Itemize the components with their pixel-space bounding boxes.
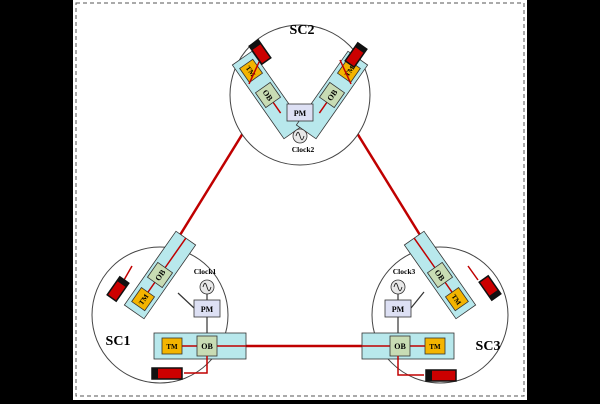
ob-box: [426, 261, 454, 289]
laser-feed: [397, 356, 424, 376]
optical-bench: TM OB: [153, 332, 247, 360]
ob-box: [389, 335, 411, 357]
ob-label: OB: [394, 342, 406, 351]
spacecraft-sc3: SC3 OB TM Clock3 PM: [361, 230, 509, 384]
laser-feed: [467, 265, 479, 281]
dashed-frame: [75, 2, 525, 397]
tm-box: [424, 337, 446, 355]
pm-label: PM: [201, 305, 214, 314]
laser-source: [478, 274, 502, 302]
ob-label: OB: [201, 342, 213, 351]
clock-wave: [202, 282, 212, 292]
ob-box: [146, 261, 174, 289]
clock-label: Clock1: [194, 267, 217, 276]
laser-beam: [146, 281, 156, 294]
laser-beam: [413, 237, 436, 269]
laser-source: [248, 38, 272, 66]
spacecraft-sc1-label: SC1: [106, 334, 131, 349]
spacecraft-sc1: SC1 OB TM Clock1 PM: [91, 230, 247, 384]
pm-box: [384, 299, 412, 318]
laser-feed: [184, 356, 208, 374]
pm-label: PM: [294, 109, 307, 118]
tm-box: [161, 337, 183, 355]
pm-label: PM: [392, 305, 405, 314]
tm-label: TM: [166, 343, 178, 351]
laser-source: [106, 275, 130, 303]
laser-beam: [272, 101, 282, 114]
clock-wave: [295, 131, 305, 141]
laser-link-sc2-sc1: [170, 124, 250, 249]
laser-beam: [318, 101, 328, 114]
laser-source-cap: [426, 370, 432, 381]
laser-source-cap: [152, 368, 158, 379]
laser-beam: [164, 237, 187, 269]
ob-box: [318, 81, 346, 109]
tm-box: [131, 287, 156, 312]
laser-link-sc2-sc3: [350, 124, 430, 249]
laser-source: [344, 41, 368, 69]
pm-link: [177, 292, 195, 309]
spacecraft-sc2-label: SC2: [290, 23, 315, 38]
laser-feed: [123, 265, 133, 281]
optical-bench: OB TM: [361, 332, 455, 360]
pm-box: [286, 103, 314, 122]
spacecraft-sc3-label: SC3: [476, 339, 501, 354]
spacecraft-sc2: SC2 OB TM OB TM: [229, 23, 371, 166]
optical-bench: OB TM: [123, 230, 197, 320]
tm-label: TM: [429, 343, 441, 351]
clock-label: Clock3: [393, 267, 416, 276]
laser-feed: [339, 59, 352, 85]
ob-box: [254, 81, 282, 109]
optical-bench: OB TM: [403, 230, 477, 320]
clock-label: Clock2: [292, 145, 315, 154]
tm-box: [444, 287, 469, 312]
laser-feed: [248, 59, 261, 85]
laser-beam: [444, 281, 454, 294]
optical-bench: OB TM: [231, 50, 305, 140]
pm-box: [193, 299, 221, 318]
clock-wave: [393, 282, 403, 292]
pm-link: [410, 291, 425, 309]
